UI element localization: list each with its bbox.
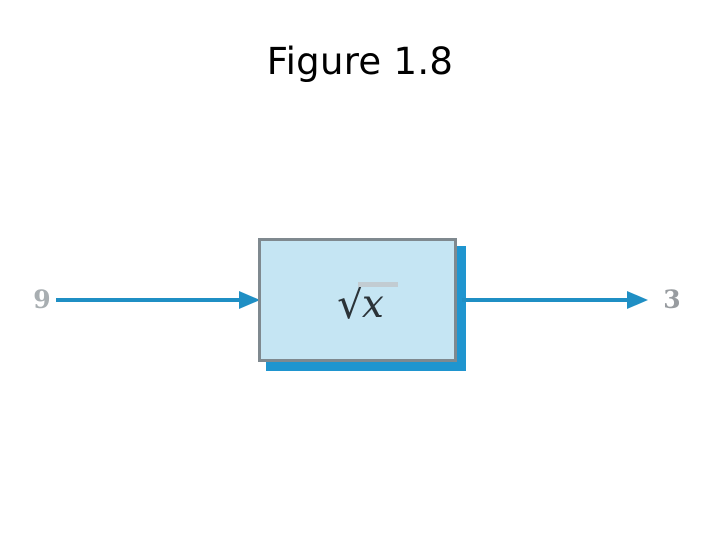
vinculum-bar: [358, 281, 399, 287]
machine-expression: √x: [258, 238, 457, 362]
machine-box: [258, 238, 457, 362]
sqrt-expression: √x: [337, 278, 399, 328]
input-value-label: 9: [33, 285, 51, 314]
page-title: Figure 1.8: [266, 40, 454, 83]
output-arrow-icon: [462, 291, 648, 309]
square-root-icon: √: [337, 278, 364, 328]
output-value-label: 3: [663, 285, 681, 314]
input-arrow-icon: [56, 291, 260, 309]
variable-label: x: [361, 281, 384, 327]
